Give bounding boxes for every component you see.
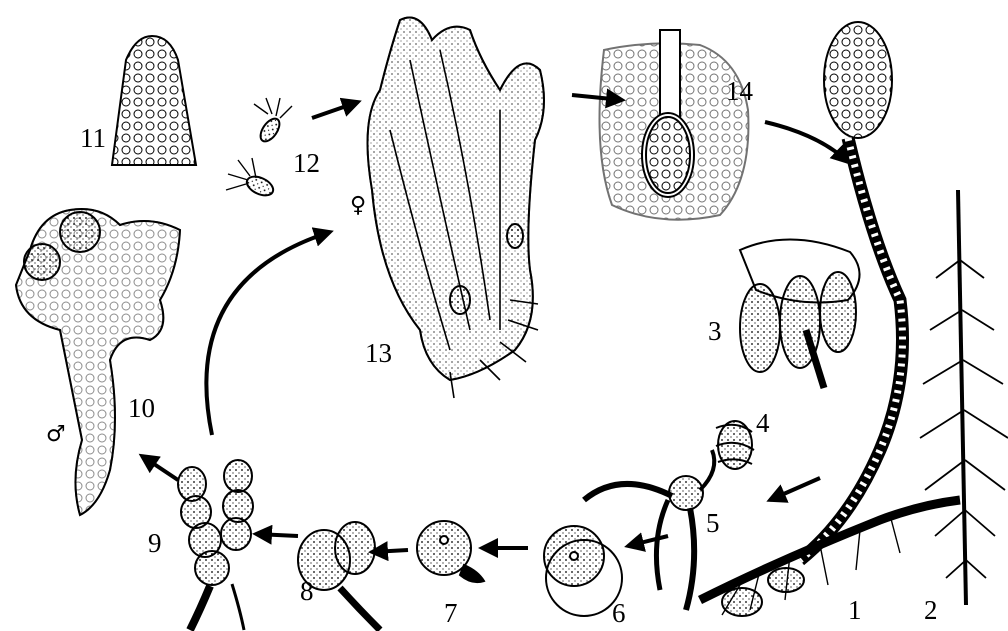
label-4: 4 <box>756 410 770 437</box>
spore-rhizoid-drawing <box>417 521 484 582</box>
label-9: 9 <box>148 530 162 557</box>
germinating-spore-drawing <box>544 526 622 616</box>
label-6: 6 <box>612 600 626 627</box>
label-5: 5 <box>706 510 720 537</box>
arrow-9-to-8 <box>256 534 298 536</box>
sterile-shoot-drawing <box>920 190 1008 605</box>
label-10: 10 <box>128 395 155 422</box>
male-symbol: ♂ <box>46 424 66 446</box>
label-11: 11 <box>80 125 106 152</box>
label-3: 3 <box>708 318 722 345</box>
label-8: 8 <box>300 578 314 605</box>
label-13: 13 <box>365 340 392 367</box>
male-gametophyte-drawing <box>16 209 180 515</box>
arrow-8-to-7 <box>372 550 408 552</box>
spore-coiled-drawing <box>716 421 754 469</box>
arrow-10-to-9 <box>142 456 178 480</box>
arrow-14-to-1 <box>765 122 848 162</box>
label-7: 7 <box>444 600 458 627</box>
female-gametophyte-drawing <box>368 18 545 399</box>
arrow-6-to-5 <box>628 536 668 546</box>
sperm-cells-drawing <box>226 98 292 199</box>
label-14: 14 <box>726 78 753 105</box>
filament-stage-drawing <box>178 460 253 630</box>
arrow-1-to-5 <box>770 478 820 500</box>
archegonium-drawing <box>600 30 749 220</box>
antheridium-drawing <box>112 36 196 165</box>
label-2: 2 <box>924 597 938 624</box>
arrow-10-to-13 <box>206 232 330 435</box>
arrow-12-to-13 <box>312 102 358 118</box>
label-1: 1 <box>848 597 862 624</box>
sporangiophore-drawing <box>740 239 860 388</box>
label-12: 12 <box>293 150 320 177</box>
female-symbol: ♀ <box>350 195 366 217</box>
